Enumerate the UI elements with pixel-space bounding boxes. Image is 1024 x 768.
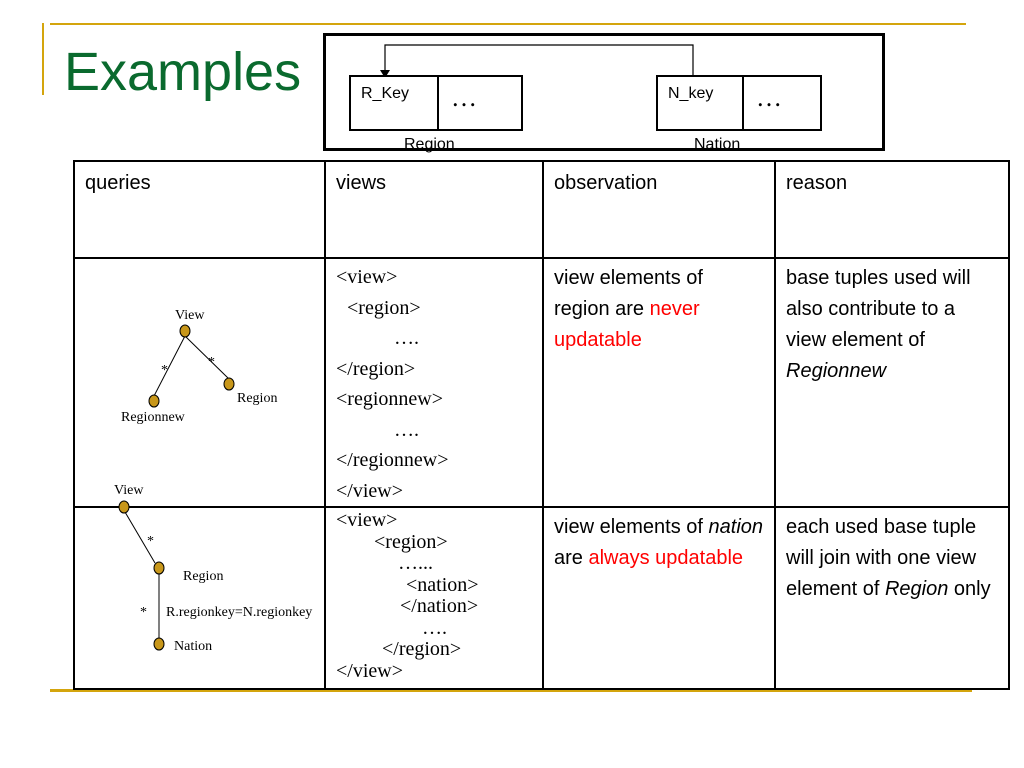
view-cell: <view> <region> …... <nation> </nation> … xyxy=(324,506,544,690)
region-attribute-ellipsis: … xyxy=(451,83,477,112)
tree-label-view: View xyxy=(175,308,205,323)
observation-cell: view elements of region are never updata… xyxy=(542,257,776,508)
tree-label-regionnew: Regionnew xyxy=(121,410,186,425)
view-line: <region> xyxy=(342,296,421,319)
reason-text: each used base tuple will join with one … xyxy=(786,516,991,600)
view-line: …. xyxy=(394,418,419,441)
view-line: …. xyxy=(422,616,447,639)
tree-node-nation xyxy=(153,637,165,651)
left-rule xyxy=(42,23,44,95)
observation-highlight: never updatable xyxy=(554,298,700,351)
view-line: <view> xyxy=(336,266,398,288)
header-reason: reason xyxy=(774,160,1010,259)
region-key-label: R_Key xyxy=(351,77,439,129)
table-row: View * * Regionnew Region <view> <region… xyxy=(73,257,1010,508)
view-line: …... xyxy=(398,552,433,574)
examples-table: queries views observation reason View * … xyxy=(73,160,1010,690)
tree-label-star-right: * xyxy=(208,355,215,370)
view-cell: <view> <region> …. </region> <regionnew>… xyxy=(324,257,544,508)
view-line: </region> xyxy=(336,357,416,380)
tree-node-view xyxy=(118,500,130,514)
nation-key-label: N_key xyxy=(658,77,744,129)
query-cell: View * Region * R.regionkey=N.regionkey … xyxy=(73,483,326,690)
tree-label-star-bottom: * xyxy=(140,605,147,620)
tree-node-region xyxy=(223,377,235,391)
header-observation: observation xyxy=(542,160,776,259)
reason-cell: each used base tuple will join with one … xyxy=(774,506,1010,690)
view-line: </view> xyxy=(336,479,403,502)
view-line: <region> xyxy=(374,530,448,553)
observation-text: view elements of nation are always updat… xyxy=(554,516,764,569)
view-definition: <view> <region> …... <nation> </nation> … xyxy=(326,508,542,682)
foreign-key-arrow xyxy=(380,44,694,78)
nation-relation-name: Nation xyxy=(694,136,741,153)
slide-title: Examples xyxy=(64,42,302,102)
header-views: views xyxy=(324,160,544,259)
reason-text: base tuples used will also contribute to… xyxy=(786,267,971,382)
top-rule xyxy=(50,23,966,25)
view-line: …. xyxy=(394,327,419,349)
view-line: </view> xyxy=(336,659,403,682)
view-line: </nation> xyxy=(400,595,479,617)
observation-cell: view elements of nation are always updat… xyxy=(542,506,776,690)
observation-highlight: always updatable xyxy=(588,547,744,569)
tree-label-region: Region xyxy=(183,569,223,584)
tree-label-join-condition: R.regionkey=N.regionkey xyxy=(166,605,312,620)
view-definition: <view> <region> …. </region> <regionnew>… xyxy=(326,259,542,506)
reason-italic: Regionnew xyxy=(786,360,887,382)
tree-node-region xyxy=(153,561,165,575)
view-line: </region> xyxy=(382,638,462,660)
reason-cell: base tuples used will also contribute to… xyxy=(774,257,1010,508)
nation-relation-box: N_key … xyxy=(656,75,822,131)
schema-diagram: R_Key … Region N_key … Nation xyxy=(323,33,885,153)
observation-italic: nation xyxy=(708,516,764,538)
view-line: <view> xyxy=(336,509,398,531)
view-line: <regionnew> xyxy=(336,388,443,410)
table-header-row: queries views observation reason xyxy=(73,160,1010,259)
nation-attribute-ellipsis: … xyxy=(756,83,782,112)
query-cell: View * * Regionnew Region xyxy=(73,257,326,508)
region-relation-box: R_Key … xyxy=(349,75,523,131)
reason-italic: Region xyxy=(884,578,949,600)
header-queries: queries xyxy=(73,160,326,259)
query-tree-diagram: View * * Regionnew Region xyxy=(121,308,277,425)
tree-label-view: View xyxy=(114,483,144,498)
tree-label-star-top: * xyxy=(147,534,154,549)
table-row: View * Region * R.regionkey=N.regionkey … xyxy=(73,483,1010,690)
view-line: <nation> xyxy=(406,573,479,596)
tree-node-regionnew xyxy=(148,394,160,408)
observation-text: view elements of region are never updata… xyxy=(554,267,703,351)
view-line: </regionnew> xyxy=(336,449,449,471)
tree-label-region: Region xyxy=(237,391,277,406)
query-tree-diagram: View * Region * R.regionkey=N.regionkey … xyxy=(114,483,312,654)
tree-label-nation: Nation xyxy=(174,639,212,654)
tree-label-star-left: * xyxy=(161,363,168,378)
region-relation-name: Region xyxy=(404,136,455,153)
tree-node-view xyxy=(179,324,191,338)
bottom-rule xyxy=(50,689,972,692)
